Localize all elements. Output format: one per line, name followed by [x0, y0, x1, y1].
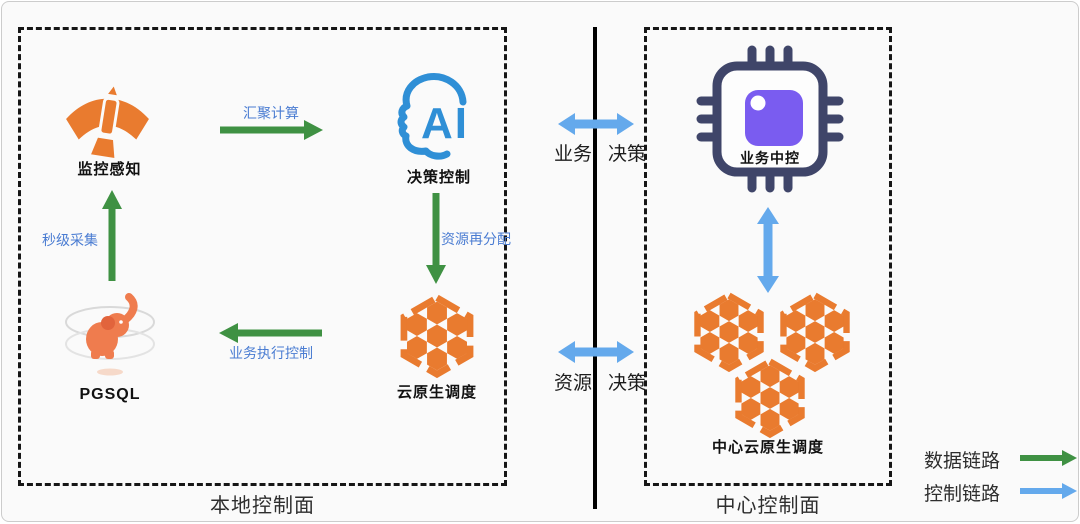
chip-node-label: 业务中控: [740, 150, 800, 166]
exec-control-arrow-icon: [219, 323, 322, 343]
monitor-logo-icon: [66, 82, 149, 160]
ai-head-icon: [397, 73, 467, 160]
central-control-plane-box: [644, 27, 892, 486]
aggregate-arrow-icon: [220, 120, 323, 140]
pgsql-node-label: PGSQL: [79, 386, 141, 403]
ai-node-label: 决策控制: [406, 169, 471, 186]
flow-label-decision-top: 决策: [607, 144, 646, 165]
flow-label-business: 业务: [553, 144, 592, 165]
cloud-scheduler-icon: [394, 293, 480, 379]
collect-edge-label: 秒级采集: [42, 232, 98, 248]
collect-arrow-icon: [102, 190, 122, 281]
exec-control-edge-label: 业务执行控制: [229, 345, 313, 361]
legend-control-link-arrow-icon: [1020, 483, 1077, 499]
local-plane-title: 本地控制面: [210, 495, 315, 517]
cloud-scheduler-label: 云原生调度: [396, 384, 477, 401]
flow-label-resource: 资源: [553, 373, 592, 394]
central-plane-title: 中心控制面: [715, 495, 821, 517]
resource-decision-arrow-icon: [558, 341, 634, 363]
chip-icon: [696, 45, 844, 193]
control-plane-divider: [593, 27, 597, 509]
business-decision-arrow-icon: [558, 113, 634, 135]
pgsql-elephant-icon: [65, 293, 155, 376]
aggregate-edge-label: 汇聚计算: [243, 105, 299, 121]
monitor-node-label: 监控感知: [77, 161, 142, 178]
legend-data-link-arrow-icon: [1020, 450, 1077, 466]
reallocate-arrow-icon: [426, 193, 446, 284]
reallocate-edge-label: 资源再分配: [441, 231, 511, 247]
flow-label-decision-bottom: 决策: [607, 373, 646, 394]
central-scheduler-label: 中心云原生调度: [711, 439, 824, 456]
chip-scheduler-arrow-icon: [757, 207, 779, 293]
local-control-plane-box: [18, 27, 507, 486]
ai-icon-text: AI: [421, 99, 469, 148]
legend-data-link-label: 数据链路: [924, 451, 1001, 472]
central-cube-icon-3: [729, 357, 811, 439]
legend-control-link-label: 控制链路: [924, 484, 1001, 505]
